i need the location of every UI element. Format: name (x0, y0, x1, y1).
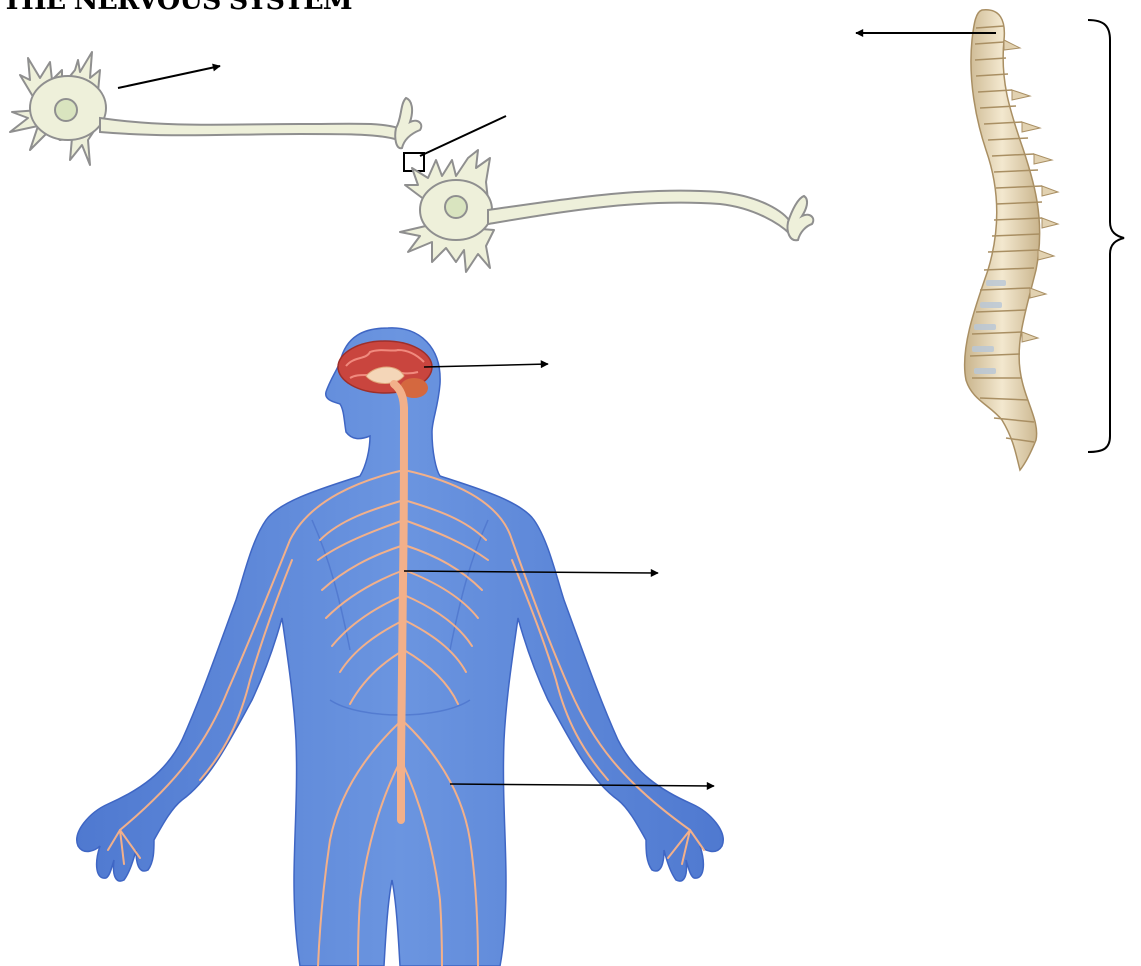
neuron-label-arrow (118, 66, 220, 88)
spinal-column (856, 10, 1124, 470)
neuron-1-axon (100, 118, 398, 140)
neuron-1 (10, 52, 421, 165)
neuron-2-nucleus (445, 196, 467, 218)
neuron-2-axon-terminals (787, 196, 813, 240)
neuron-pair (10, 52, 813, 272)
spine-body (965, 10, 1040, 470)
neuron-1-nucleus (55, 99, 77, 121)
neuron-2 (400, 150, 813, 272)
human-nervous-system (77, 328, 723, 966)
brain-label-arrow (424, 364, 548, 367)
neuron-1-axon-terminals (395, 98, 421, 148)
neuron-2-axon (488, 191, 790, 234)
synapse-pointer-line (420, 116, 506, 156)
spine-bracket (1088, 20, 1124, 452)
